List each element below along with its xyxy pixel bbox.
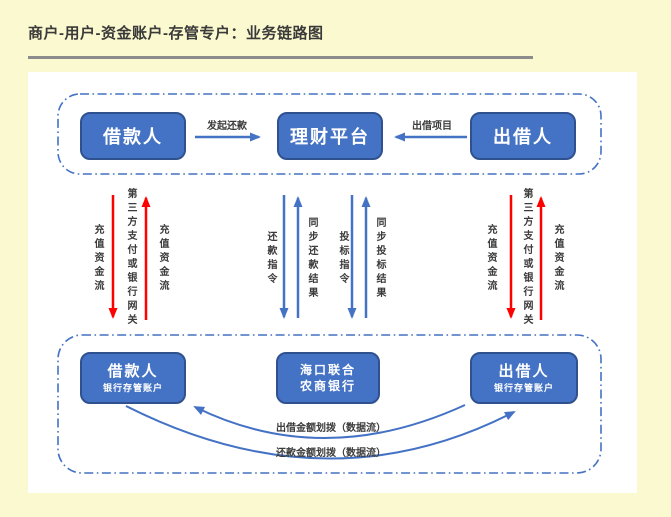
top-group-border [57, 93, 602, 175]
bottom-group-border [57, 334, 602, 474]
node-lender: 出借人 [470, 112, 576, 160]
arrow-repay-label: 发起还款 [207, 121, 247, 132]
node-custodian-bank: 海口联合 农商银行 [276, 352, 380, 404]
node-borrower-account-title: 借款人 [107, 362, 159, 380]
right-gateway-label: 第三方支付或银行网关 [521, 188, 532, 328]
title-divider [28, 56, 533, 59]
node-lender-label: 出借人 [493, 127, 553, 147]
repay-cmd-label: 还款指令 [265, 231, 276, 287]
left-recharge-up-label: 充值资金流 [157, 224, 168, 294]
bid-result-label: 同步投标结果 [374, 217, 385, 301]
arc-repay-transfer [125, 405, 516, 460]
page-title: 商户-用户-资金账户-存管专户：业务链路图 [28, 25, 324, 42]
node-borrower-label: 借款人 [103, 127, 163, 147]
right-recharge-down-label: 充值资金流 [485, 224, 496, 294]
left-gateway-label: 第三方支付或银行网关 [125, 188, 136, 328]
node-lender-account-subtitle: 银行存管账户 [493, 382, 554, 393]
arrow-lend-label: 出借项目 [412, 121, 452, 132]
repay-result-label: 同步还款结果 [306, 217, 317, 301]
node-platform-label: 理财平台 [290, 127, 370, 147]
right-recharge-up-label: 充值资金流 [552, 224, 563, 294]
diagram-card: 借款人 理财平台 出借人 发起还款 出借项目 充值资金流 第三方支付或银行网关 … [28, 72, 637, 493]
node-custodian-bank-line1: 海口联合 [299, 363, 356, 377]
arc-lend-transfer [193, 404, 466, 439]
node-borrower-account: 借款人 银行存管账户 [80, 352, 186, 404]
node-custodian-bank-line2: 农商银行 [299, 379, 356, 393]
diagram-arrows-layer [57, 93, 602, 474]
node-lender-account-title: 出借人 [498, 362, 550, 380]
node-borrower: 借款人 [80, 112, 186, 160]
left-recharge-down-label: 充值资金流 [92, 224, 103, 294]
arc-repay-label: 还款金额划拨（数据流） [276, 448, 386, 459]
node-borrower-account-subtitle: 银行存管账户 [102, 382, 163, 393]
node-platform: 理财平台 [277, 112, 383, 160]
arc-lend-label: 出借金额划拨（数据流） [276, 423, 386, 434]
node-lender-account: 出借人 银行存管账户 [470, 352, 578, 404]
bid-cmd-label: 投标指令 [337, 231, 348, 287]
